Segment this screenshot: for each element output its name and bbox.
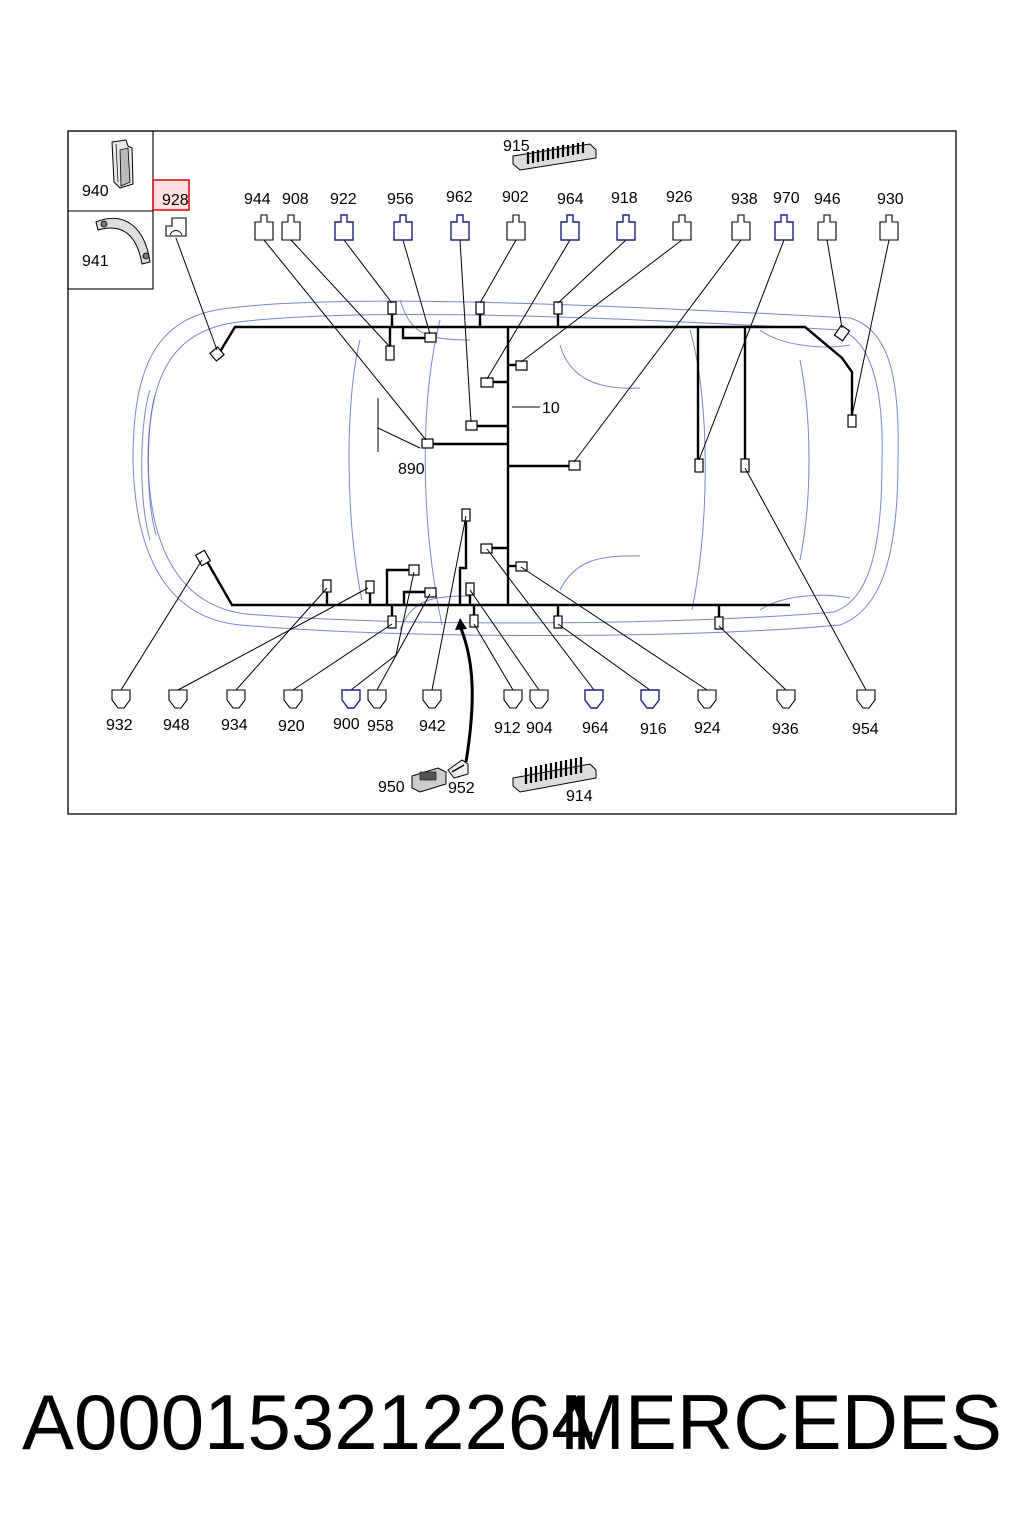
label-top-918: 918 — [611, 190, 638, 207]
label-bottom-958: 958 — [367, 718, 394, 735]
label-top-938: 938 — [731, 191, 758, 208]
label-bottom-964: 964 — [582, 720, 609, 737]
highlight-box — [152, 179, 190, 211]
car-body-outline — [132, 299, 899, 637]
bottom-clip-row — [111, 689, 876, 709]
label-bottom-942: 942 — [419, 718, 446, 735]
leader-lines — [120, 237, 890, 691]
connector-952-icon — [447, 759, 469, 779]
brand-name: MERCEDES — [559, 1378, 1002, 1466]
connector-915-icon — [512, 142, 597, 171]
label-bottom-936: 936 — [772, 721, 799, 738]
label-bottom-924: 924 — [694, 720, 721, 737]
label-bottom-900: 900 — [333, 716, 360, 733]
label-952: 952 — [448, 780, 475, 797]
inset-panel: 940 941 — [67, 130, 154, 290]
label-941: 941 — [82, 253, 109, 270]
label-bottom-934: 934 — [221, 717, 248, 734]
inline-connectors — [194, 301, 857, 630]
label-top-964: 964 — [557, 191, 584, 208]
label-top-902: 902 — [502, 189, 529, 206]
diagram-frame — [67, 130, 957, 815]
caption-bar: A000153212264 MERCEDES — [0, 1372, 1024, 1482]
label-950: 950 — [378, 779, 405, 796]
label-890: 890 — [398, 461, 425, 478]
clip-940-icon — [111, 139, 134, 189]
label-bottom-932: 932 — [106, 717, 133, 734]
label-top-930: 930 — [877, 191, 904, 208]
label-bottom-904: 904 — [526, 720, 553, 737]
label-bottom-920: 920 — [278, 718, 305, 735]
labels: 915 928 944 908 922 956 962 902 964 918 … — [106, 138, 904, 805]
label-top-962: 962 — [446, 189, 473, 206]
label-top-908: 908 — [282, 191, 309, 208]
label-bottom-916: 916 — [640, 721, 667, 738]
label-top-922: 922 — [330, 191, 357, 208]
label-top-956: 956 — [387, 191, 414, 208]
label-bottom-948: 948 — [163, 717, 190, 734]
clip-941-icon — [95, 217, 151, 265]
label-bottom-912: 912 — [494, 720, 521, 737]
top-clip-row — [165, 214, 899, 241]
label-top-944: 944 — [244, 191, 271, 208]
label-top-946: 946 — [814, 191, 841, 208]
arrowhead-icon — [455, 618, 467, 630]
label-914: 914 — [566, 788, 593, 805]
label-940: 940 — [82, 183, 109, 200]
label-top-970: 970 — [773, 190, 800, 207]
label-915: 915 — [503, 138, 530, 155]
label-top-926: 926 — [666, 189, 693, 206]
connector-914-icon — [512, 757, 597, 793]
label-928: 928 — [162, 192, 189, 209]
main-harness — [203, 308, 854, 622]
part-number: A000153212264 — [22, 1378, 595, 1466]
label-bottom-954: 954 — [852, 721, 879, 738]
connector-950-icon — [411, 767, 447, 793]
arrow-icon — [458, 625, 474, 763]
label-trunk-10: 10 — [542, 400, 560, 417]
